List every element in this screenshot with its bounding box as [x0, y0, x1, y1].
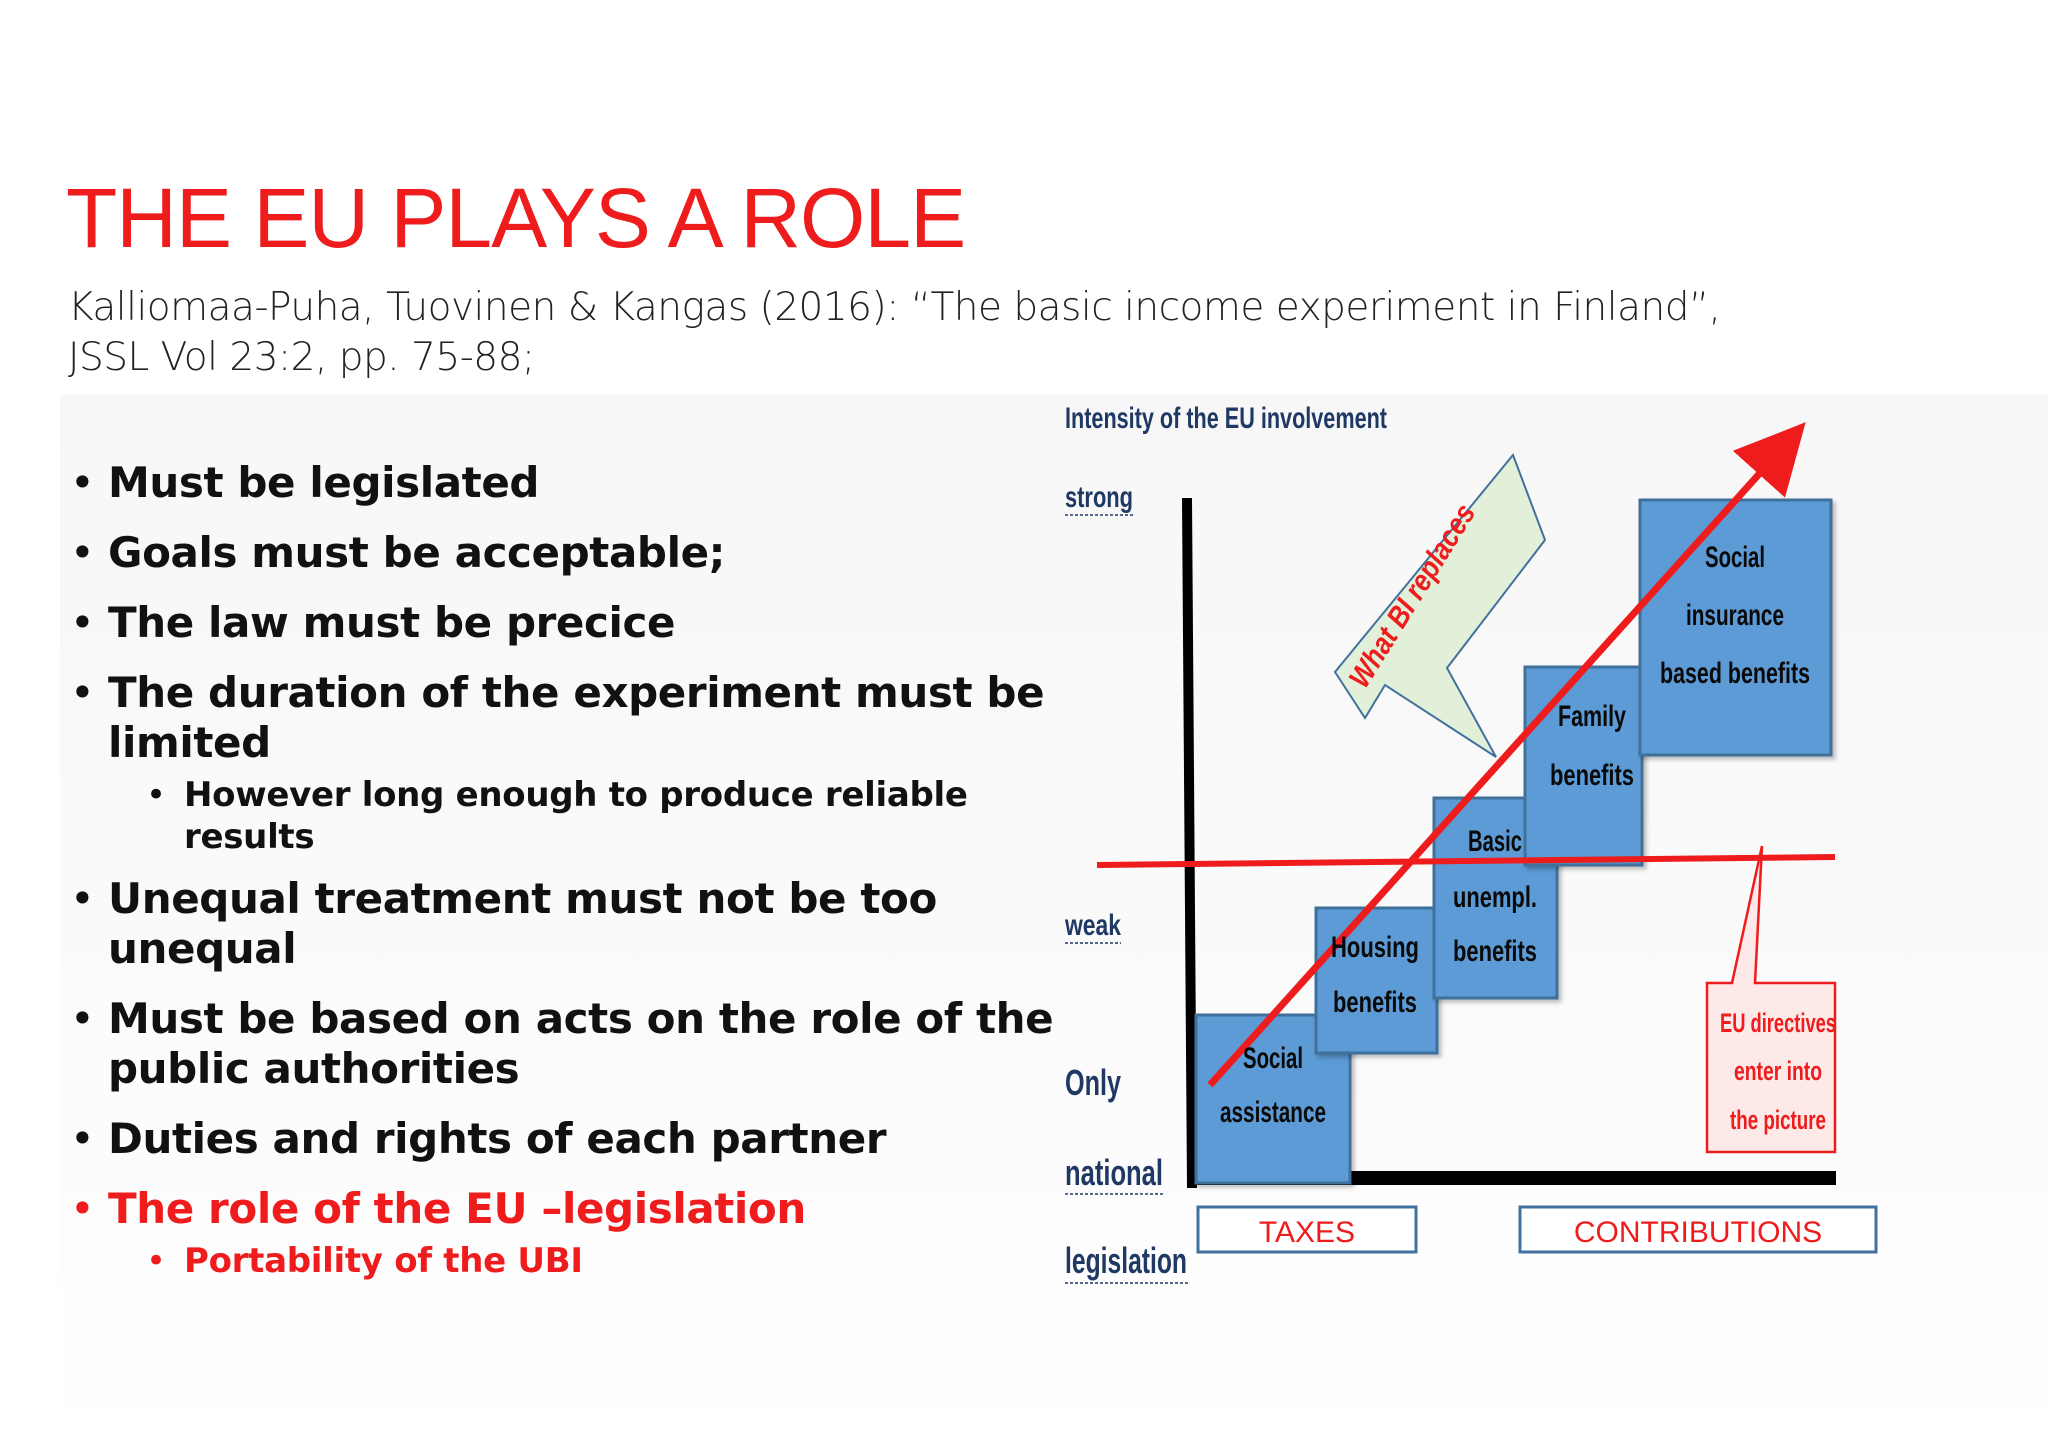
social-assistance-label-1: Social [1243, 1042, 1303, 1075]
eu-involvement-diagram: Intensity of the EU involvement strong w… [1064, 402, 1878, 1284]
family-label-2: benefits [1550, 759, 1634, 792]
citation-line-1: Kalliomaa-Puha, Tuovinen & Kangas (2016)… [68, 285, 1721, 330]
social-insurance-label-3: based benefits [1660, 657, 1810, 690]
housing-label-1: Housing [1331, 931, 1419, 964]
basic-label-1: Basic [1468, 825, 1522, 858]
bullet-item: Unequal treatment must not be too unequa… [70, 874, 1060, 974]
sub-bullet-item-portability: Portability of the UBI [70, 1240, 1060, 1282]
social-assistance-label-2: assistance [1220, 1096, 1326, 1129]
bullet-item: Duties and rights of each partner [70, 1114, 1060, 1164]
level-weak-label: weak [1064, 909, 1121, 942]
citation-line-2: JSSL Vol 23:2, pp. 75-88; [68, 335, 535, 380]
social-insurance-box [1638, 498, 1833, 757]
family-benefits-box [1523, 665, 1644, 867]
eu-directives-label-2: enter into [1734, 1056, 1822, 1086]
eu-directives-label-3: the picture [1730, 1105, 1826, 1135]
bullet-line: The duration of the experiment must be [108, 668, 1045, 717]
sub-bullet-item: However long enough to produce reliable … [70, 774, 1060, 858]
level-national-label: national [1065, 1152, 1163, 1193]
taxes-box [1196, 1205, 1418, 1254]
bullet-list: Must be legislated Goals must be accepta… [70, 458, 1060, 1298]
bullet-line: Must be based on acts on the role of the [108, 994, 1054, 1043]
family-label-1: Family [1558, 700, 1626, 733]
basic-label-3: benefits [1453, 935, 1537, 968]
level-strong-label: strong [1065, 481, 1133, 514]
eu-directives-callout [1705, 845, 1837, 1154]
intensity-arrow [1207, 422, 1806, 1088]
contributions-box [1518, 1205, 1878, 1254]
housing-label-2: benefits [1333, 986, 1417, 1019]
social-insurance-label-2: insurance [1686, 599, 1784, 632]
bullet-line: limited [108, 718, 271, 767]
level-legislation-label: legislation [1065, 1240, 1187, 1281]
basic-label-2: unempl. [1453, 881, 1537, 914]
citation: Kalliomaa-Puha, Tuovinen & Kangas (2016)… [68, 283, 1721, 383]
bullet-item: The duration of the experiment must be l… [70, 668, 1060, 768]
eu-directives-label-1: EU directives [1720, 1008, 1836, 1038]
bullet-item-eu-legislation: The role of the EU –legislation [70, 1184, 1060, 1234]
level-only-label: Only [1065, 1062, 1121, 1103]
slide-title: THE EU PLAYS A ROLE [66, 171, 966, 265]
bullet-item: The law must be precice [70, 598, 1060, 648]
bullet-item: Goals must be acceptable; [70, 528, 1060, 578]
housing-benefits-box [1314, 906, 1439, 1055]
bullet-line: public authorities [108, 1044, 520, 1093]
bullet-item: Must be based on acts on the role of the… [70, 994, 1060, 1094]
axis-title: Intensity of the EU involvement [1065, 402, 1387, 435]
social-insurance-label-1: Social [1705, 541, 1765, 574]
bi-replaces-callout [1333, 453, 1547, 758]
eu-threshold-line [1096, 854, 1836, 868]
y-axis [1182, 497, 1197, 1189]
taxes-label: TAXES [1259, 1216, 1355, 1249]
contributions-label: CONTRIBUTIONS [1574, 1216, 1822, 1249]
bullet-item: Must be legislated [70, 458, 1060, 508]
